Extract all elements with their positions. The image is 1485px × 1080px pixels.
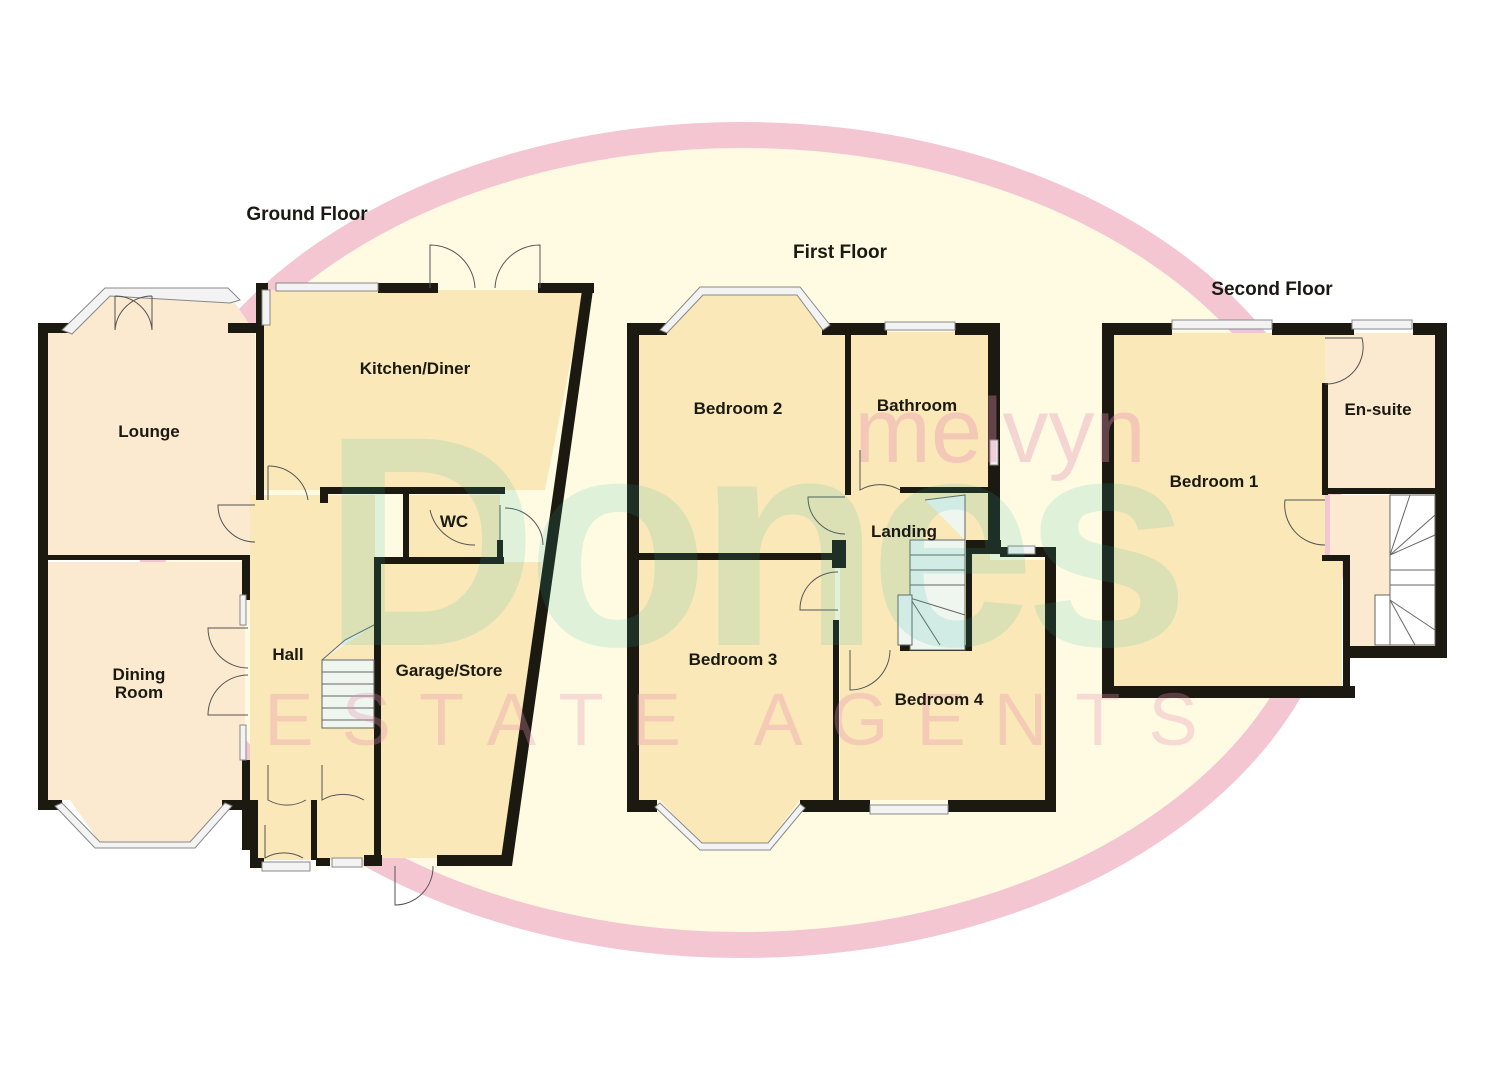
room-label-dining-room: Dining (113, 665, 166, 684)
room-label-kitchen-diner: Kitchen/Diner (360, 359, 471, 378)
watermark-text: Dones melvyn ESTATE AGENTS (264, 373, 1226, 761)
hall-area (250, 495, 375, 860)
first-floor (627, 286, 1056, 851)
second-floor-title: Second Floor (1211, 279, 1333, 300)
room-label-wc: WC (440, 512, 468, 531)
stairs-icon (897, 494, 966, 651)
room-label-dining-room-line2: Room (115, 683, 163, 702)
svg-text:ESTATE AGENTS: ESTATE AGENTS (264, 678, 1226, 761)
ground-floor-title: Ground Floor (246, 204, 368, 225)
wc-area (408, 495, 500, 558)
garage-area (378, 562, 542, 858)
bedroom-4-area (840, 560, 1045, 800)
kitchen-area (262, 290, 585, 490)
svg-text:melvyn: melvyn (854, 380, 1145, 482)
stairs-icon (321, 624, 375, 729)
svg-text:Dones: Dones (322, 373, 1179, 709)
lounge-area (48, 296, 255, 558)
room-label-bedroom-3: Bedroom 3 (689, 650, 778, 669)
room-label-garage-store: Garage/Store (396, 661, 503, 680)
bedroom-2-area (638, 295, 845, 555)
dining-room-area (48, 562, 245, 843)
room-label-bedroom-1: Bedroom 1 (1170, 472, 1259, 491)
bathroom-area (850, 332, 990, 490)
stairs-icon (1374, 494, 1436, 646)
room-label-landing: Landing (871, 522, 937, 541)
bedroom-1-area (1112, 333, 1342, 686)
bedroom-3-area (638, 560, 835, 843)
ground-floor (38, 244, 594, 906)
room-label-bedroom-4: Bedroom 4 (895, 690, 984, 709)
room-label-lounge: Lounge (118, 422, 179, 441)
ensuite-area (1325, 333, 1435, 490)
first-floor-title: First Floor (793, 242, 888, 263)
room-label-ensuite: En-suite (1344, 400, 1411, 419)
room-label-bathroom: Bathroom (877, 396, 957, 415)
room-label-bedroom-2: Bedroom 2 (694, 399, 783, 418)
room-label-hall: Hall (272, 645, 303, 664)
second-floor (1102, 319, 1447, 698)
